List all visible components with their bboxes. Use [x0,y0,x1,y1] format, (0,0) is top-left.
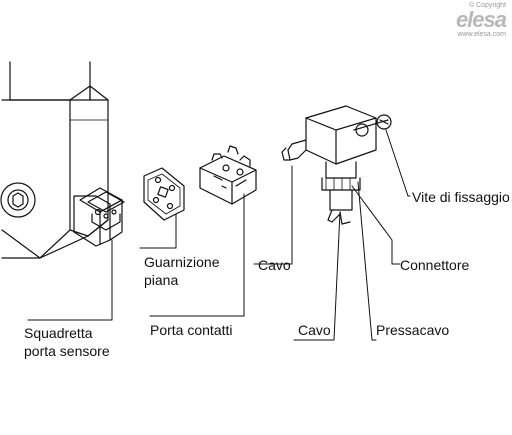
elesa-logo: © Copyright elesa www.elesa.com [455,2,507,38]
label-connettore: Connettore [400,257,470,273]
label-guarnizione-2: piana [144,272,179,288]
label-guarnizione-1: Guarnizione [144,254,220,270]
label-cavo-bottom: Cavo [298,322,331,338]
logo-brand: elesa [455,7,507,32]
label-squadretta-2: porta sensore [24,343,110,359]
label-squadretta-1: Squadretta [24,325,93,341]
valve-body [0,61,125,259]
connector-assembly [281,105,392,225]
logo-copyright: © Copyright [468,2,506,9]
label-vite: Vite di fissaggio [412,189,510,205]
gasket [143,167,185,221]
label-cavo-top: Cavo [258,257,291,273]
label-pressacavo: Pressacavo [376,322,450,338]
logo-url: www.elesa.com [457,31,506,38]
leader-lines [27,129,411,341]
contact-holder [199,145,257,205]
label-porta-contatti: Porta contatti [150,322,233,338]
